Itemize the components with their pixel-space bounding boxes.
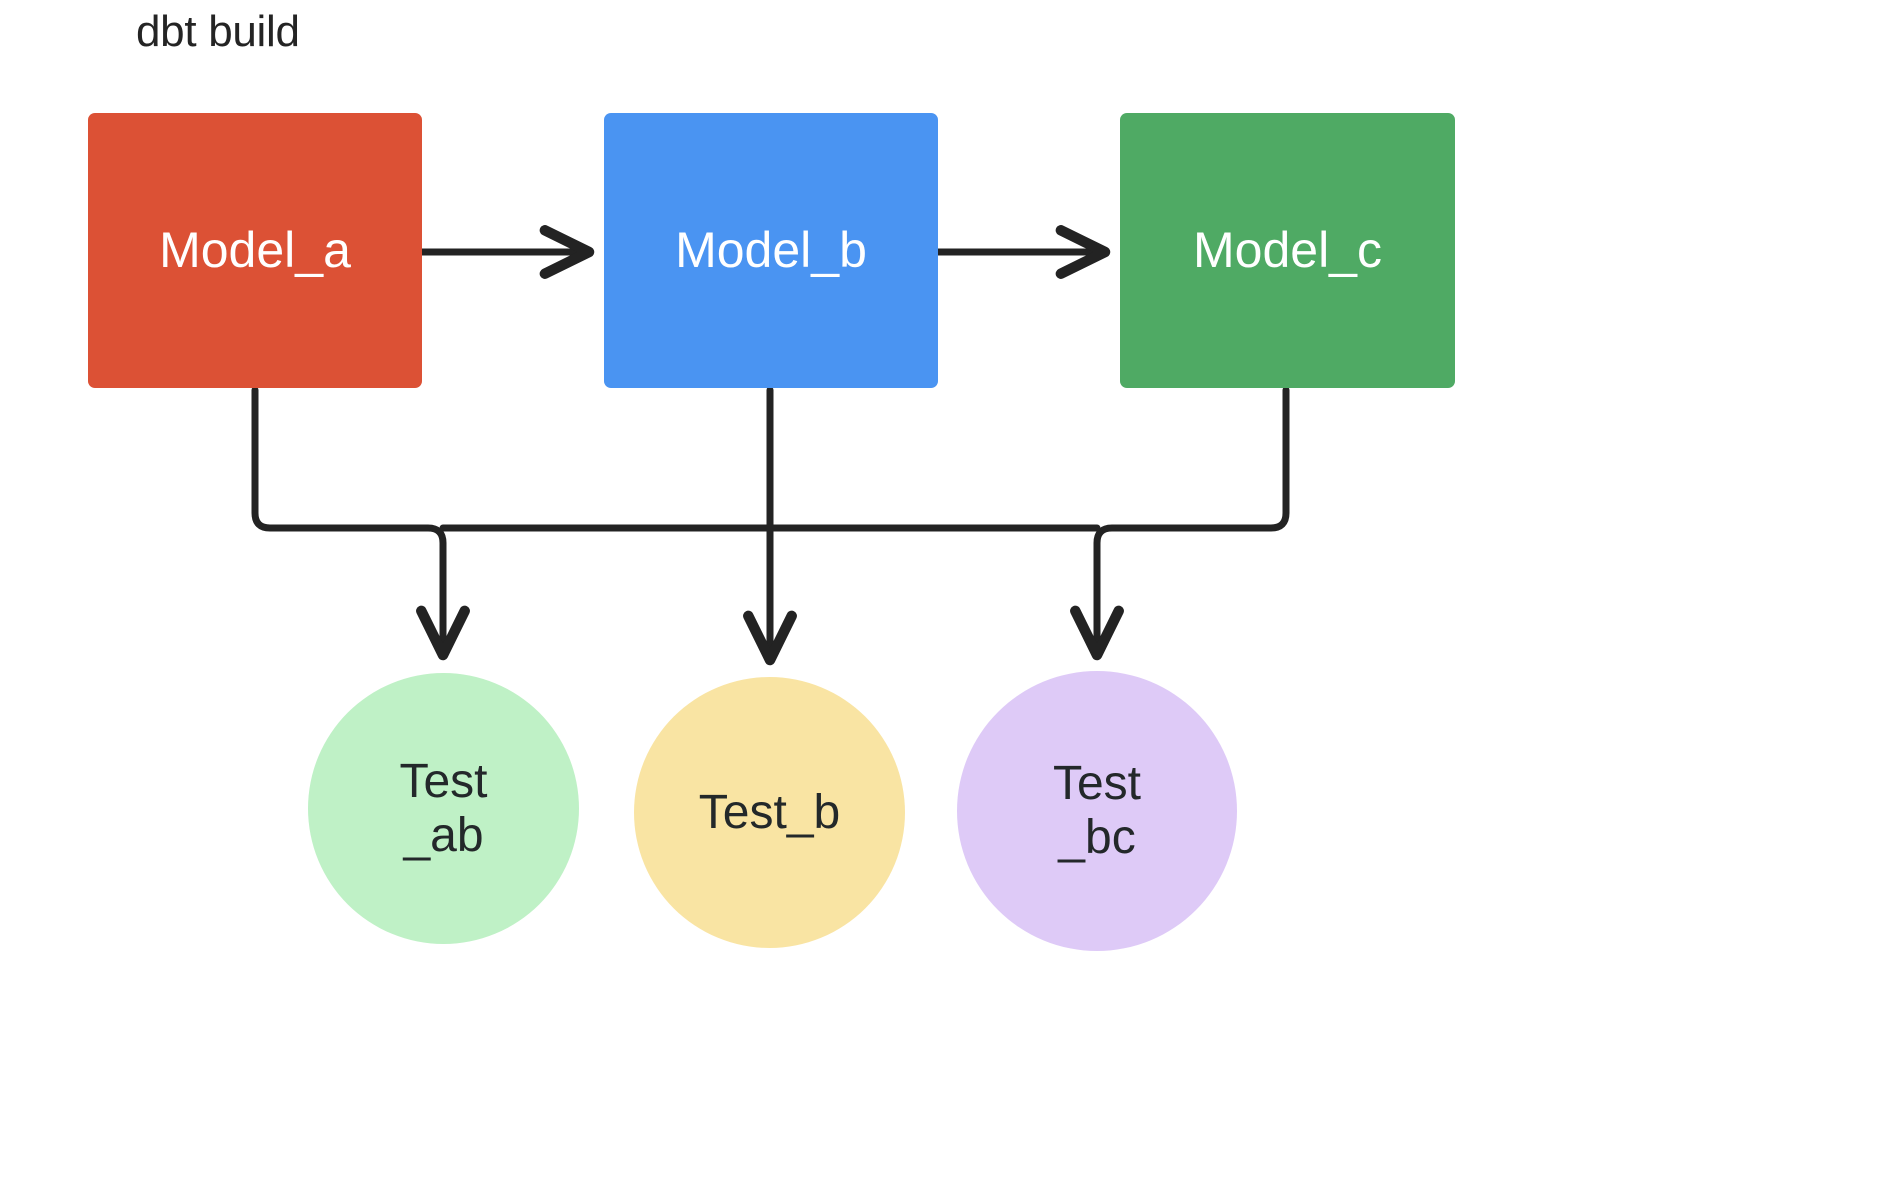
node-test-ab[interactable]: Test _ab <box>308 673 579 944</box>
node-model-b-label: Model_b <box>675 222 867 279</box>
node-test-bc[interactable]: Test _bc <box>957 671 1237 951</box>
diagram-title: dbt build <box>136 7 300 56</box>
node-test-ab-label: Test _ab <box>399 754 488 862</box>
edge-model-c-to-test-bc <box>1070 386 1290 661</box>
node-model-a-label: Model_a <box>159 222 351 279</box>
node-test-bc-label: Test _bc <box>1052 757 1142 864</box>
node-model-c[interactable]: Model_c <box>1120 113 1455 388</box>
node-model-a[interactable]: Model_a <box>88 113 422 388</box>
edge-model-a-to-test-ab <box>251 386 470 661</box>
node-model-b[interactable]: Model_b <box>604 113 938 388</box>
node-test-b-label: Test_b <box>698 785 841 839</box>
node-model-c-label: Model_c <box>1193 222 1382 279</box>
node-test-b[interactable]: Test_b <box>634 677 905 948</box>
